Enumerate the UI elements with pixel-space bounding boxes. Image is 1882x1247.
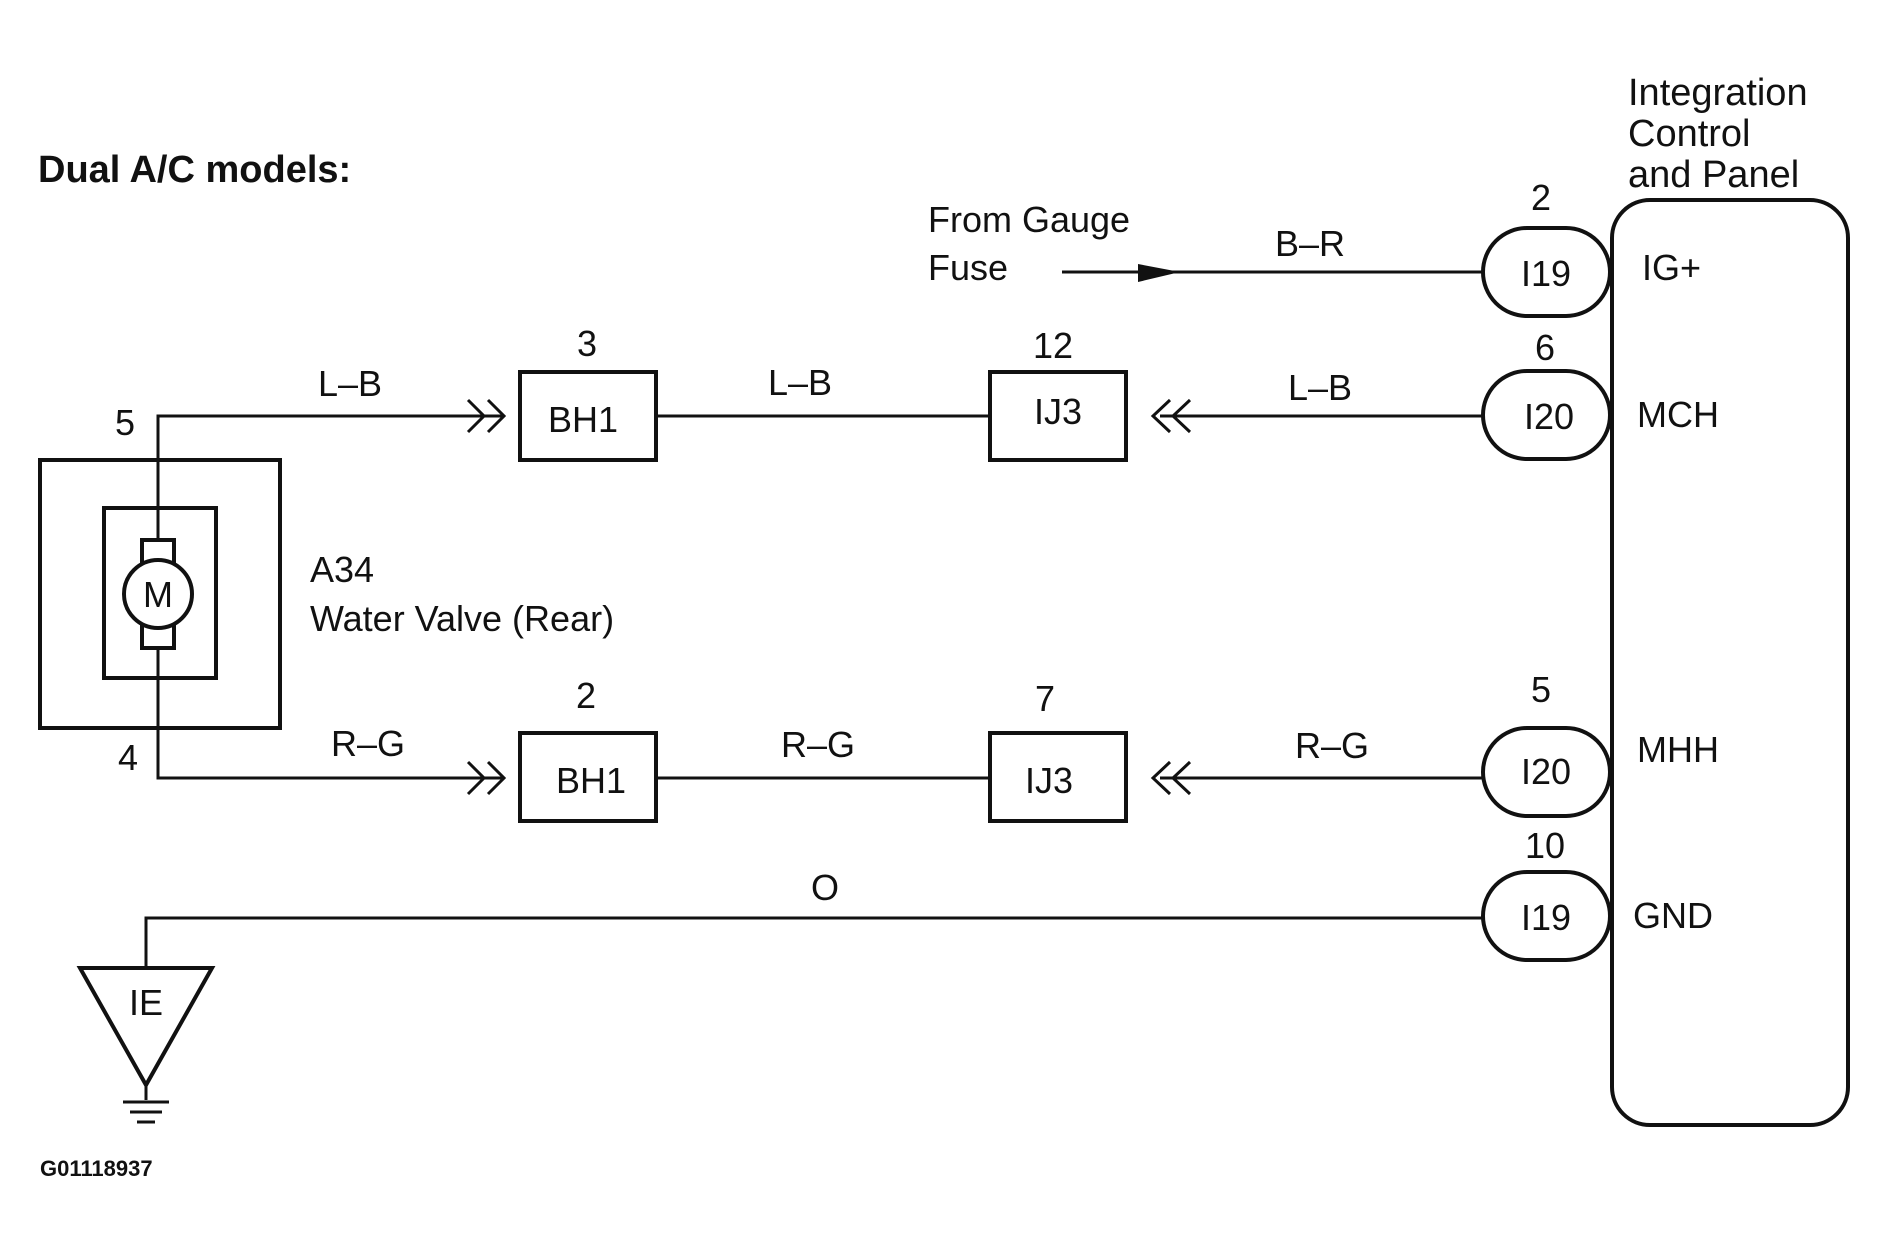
connector-i19-ig-pin: 2 xyxy=(1531,177,1551,218)
wire-color-mch-mid: L–B xyxy=(768,362,832,403)
ecu-body xyxy=(1610,198,1850,1127)
connector-chevron-icon xyxy=(466,760,487,796)
junction-ij3-lower xyxy=(988,731,1128,823)
ecu-terminal-mch: MCH xyxy=(1637,394,1719,435)
junction-bh1-upper xyxy=(518,370,658,462)
ground-point-icon xyxy=(76,966,216,1090)
connector-i20-mch-label: I20 xyxy=(1524,396,1574,437)
wire-color-mhh-left: R–G xyxy=(331,723,405,764)
motor-symbol: M xyxy=(143,574,173,615)
junction-bh1-lower-label: BH1 xyxy=(556,760,626,801)
ecu-label-line2: Control xyxy=(1628,113,1751,155)
diagram-title: Dual A/C models: xyxy=(38,149,351,191)
source-label-line2: Fuse xyxy=(928,247,1008,288)
junction-ij3-lower-label: IJ3 xyxy=(1025,760,1073,801)
connector-i20-mhh-label: I20 xyxy=(1521,751,1571,792)
wire-color-gnd: O xyxy=(811,867,839,908)
water-valve-pin-bottom: 4 xyxy=(118,737,138,778)
ground-label: IE xyxy=(129,982,163,1023)
figure-id: G01118937 xyxy=(40,1156,153,1181)
water-valve-ref: A34 xyxy=(310,549,374,590)
junction-bh1-lower xyxy=(518,731,658,823)
connector-i20-mch-pin: 6 xyxy=(1535,327,1555,368)
junction-bh1-lower-pin: 2 xyxy=(576,675,596,716)
connector-chevron-icon xyxy=(1170,398,1192,434)
water-valve-pin-top: 5 xyxy=(115,402,135,443)
connector-chevron-icon xyxy=(486,760,507,796)
arrow-icon xyxy=(1138,264,1180,282)
junction-ij3-upper-pin: 12 xyxy=(1033,325,1073,366)
wire-gnd xyxy=(144,916,1483,968)
wire-color-mhh-right: R–G xyxy=(1295,725,1369,766)
wire-color-mhh-mid: R–G xyxy=(781,724,855,765)
junction-bh1-upper-label: BH1 xyxy=(548,399,618,440)
motor-icon xyxy=(122,558,194,630)
ecu-terminal-mhh: MHH xyxy=(1637,729,1719,770)
wire-color-mch-left: L–B xyxy=(318,363,382,404)
ecu-label-line1: Integration xyxy=(1628,72,1808,114)
wire-mhh-left xyxy=(156,728,504,780)
connector-i19-gnd-pin: 10 xyxy=(1525,825,1565,866)
connector-i19-gnd-label: I19 xyxy=(1521,897,1571,938)
connector-i20-mhh xyxy=(1481,726,1612,818)
junction-ij3-upper-label: IJ3 xyxy=(1034,391,1082,432)
junction-bh1-upper-pin: 3 xyxy=(577,323,597,364)
ecu-terminal-ig: IG+ xyxy=(1642,247,1701,288)
wire-color-ig: B–R xyxy=(1275,223,1345,264)
connector-chevron-icon xyxy=(1150,760,1172,796)
junction-ij3-upper xyxy=(988,370,1128,462)
junction-ij3-lower-pin: 7 xyxy=(1035,678,1055,719)
connector-chevron-icon xyxy=(1150,398,1172,434)
water-valve-name: Water Valve (Rear) xyxy=(310,598,614,639)
connector-i20-mhh-pin: 5 xyxy=(1531,669,1551,710)
connector-i19-ig-label: I19 xyxy=(1521,253,1571,294)
source-label-line1: From Gauge xyxy=(928,199,1130,240)
connector-i19-gnd xyxy=(1481,870,1612,962)
ecu-label-line3: and Panel xyxy=(1628,154,1799,196)
wire-color-mch-right: L–B xyxy=(1288,367,1352,408)
ecu-terminal-gnd: GND xyxy=(1633,895,1713,936)
